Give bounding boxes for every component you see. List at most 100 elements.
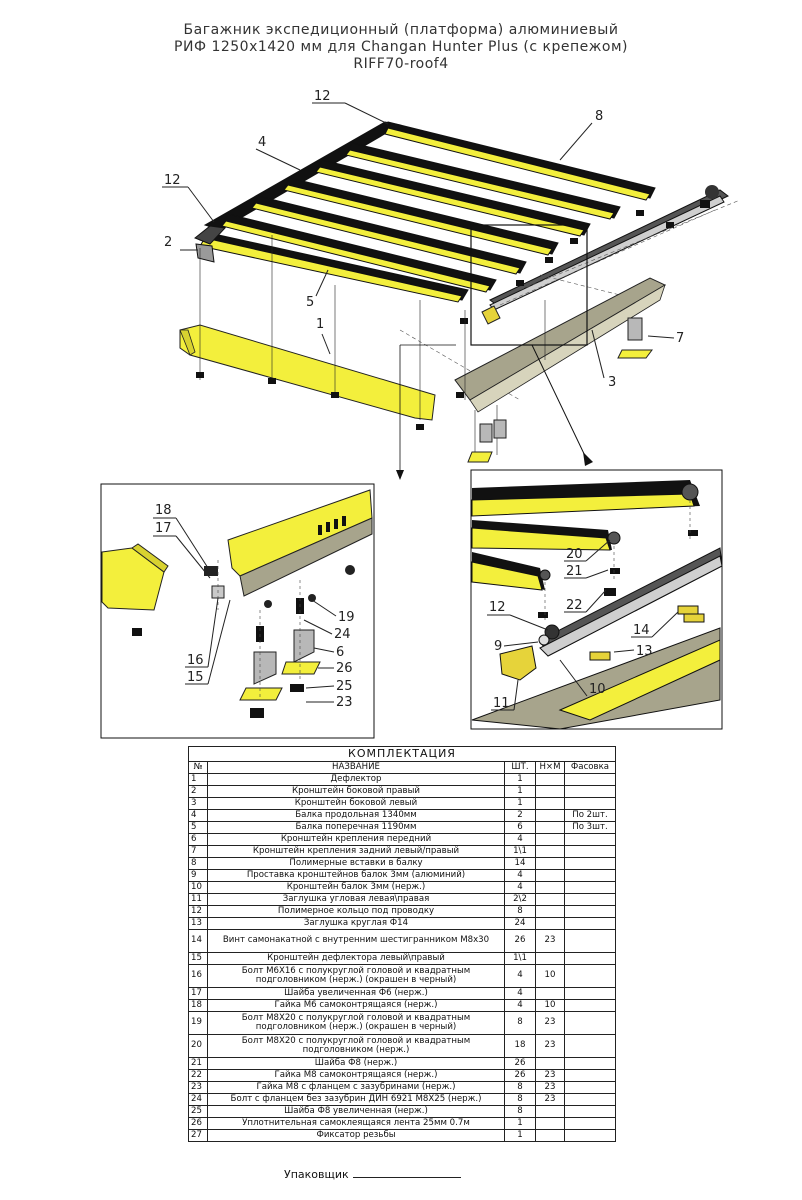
callout-12-left: 12 [164,173,181,188]
callout-12-detail: 12 [489,600,506,615]
cell-key: 23 [535,1034,565,1058]
table-caption: КОМПЛЕКТАЦИЯ [188,746,616,762]
cell-name: Шайба Ф8 увеличенная (нерж.) [207,1105,505,1118]
cell-n: 4 [188,809,208,822]
cell-name: Болт М8Х20 с полукруглой головой и квадр… [207,1034,505,1058]
cell-n: 19 [188,1011,208,1035]
cell-name: Болт с фланцем без зазубрин ДИН 6921 М8Х… [207,1093,505,1106]
cell-key [535,797,565,810]
cell-name: Заглушка угловая левая\правая [207,893,505,906]
cell-n: 20 [188,1034,208,1058]
cell-qty: 24 [504,917,536,930]
cell-n: 11 [188,893,208,906]
cell-key [535,987,565,1000]
cell-name: Болт М6Х16 с полукруглой головой и квадр… [207,964,505,988]
callout-20: 20 [566,547,583,562]
callout-25: 25 [336,679,353,694]
cell-key [535,821,565,834]
cell-n: 15 [188,952,208,965]
cell-name: Кронштейн дефлектора левый\правый [207,952,505,965]
cell-pack [564,893,616,906]
assembly-drawing: 12 8 4 12 2 5 1 7 3 [100,89,741,739]
drawing-title-line2: РИФ 1250х1420 мм для Changan Hunter Plus… [174,39,628,55]
cell-n: 24 [188,1093,208,1106]
callout-23: 23 [336,695,353,710]
callout-18: 18 [155,503,172,518]
callout-6: 6 [336,645,344,660]
cell-qty: 1 [504,1117,536,1130]
cell-pack [564,1011,616,1035]
cell-pack [564,964,616,988]
cell-key: 23 [535,1081,565,1094]
cell-pack [564,952,616,965]
cell-key [535,869,565,882]
cell-qty: 1 [504,1129,536,1142]
cell-n: 13 [188,917,208,930]
cell-n: 10 [188,881,208,894]
callout-13: 13 [636,644,653,659]
cell-n: 16 [188,964,208,988]
main-callouts: 12 8 4 12 2 5 1 7 3 [162,89,684,390]
platform-frame [179,121,741,480]
callout-19: 19 [338,610,355,625]
callout-22: 22 [566,598,583,613]
cell-key [535,1117,565,1130]
cell-pack [564,845,616,858]
cell-pack [564,929,616,953]
cell-qty: 1 [504,773,536,786]
cell-n: 18 [188,999,208,1012]
cell-qty: 2\2 [504,893,536,906]
cell-n: 8 [188,857,208,870]
cell-qty: 8 [504,1105,536,1118]
cell-qty: 8 [504,905,536,918]
callout-26: 26 [336,661,353,676]
cell-name: Полимерное кольцо под проводку [207,905,505,918]
header-name: НАЗВАНИЕ [207,761,505,774]
cell-pack [564,1117,616,1130]
header-pack: Фасовка [564,761,616,774]
cell-n: 26 [188,1117,208,1130]
drawing-title-line1: Багажник экспедиционный (платформа) алюм… [183,22,619,38]
right-detail-drawing [471,480,723,730]
cell-qty: 1 [504,797,536,810]
cell-qty: 4 [504,999,536,1012]
cell-name: Гайка М8 самоконтрящаяся (нерж.) [207,1069,505,1082]
cell-n: 27 [188,1129,208,1142]
callout-15: 15 [187,670,204,685]
cell-qty: 26 [504,1069,536,1082]
cell-name: Гайка М6 самоконтрящаяся (нерж.) [207,999,505,1012]
cell-pack [564,1081,616,1094]
callout-5: 5 [306,295,314,310]
table-header-row: № НАЗВАНИЕ ШТ. Н×М Фасовка [188,761,616,774]
callout-14: 14 [633,623,650,638]
cell-n: 6 [188,833,208,846]
cell-qty: 4 [504,964,536,988]
cell-name: Кронштейн балок 3мм (нерж.) [207,881,505,894]
cell-n: 25 [188,1105,208,1118]
cell-key [535,952,565,965]
cell-pack [564,1034,616,1058]
callout-4: 4 [258,135,266,150]
cell-key [535,881,565,894]
cell-qty: 8 [504,1011,536,1035]
callout-2: 2 [164,235,172,250]
callout-8: 8 [595,109,603,124]
callout-24: 24 [334,627,351,642]
left-detail-drawing [101,489,373,718]
callout-1: 1 [316,317,324,332]
cell-qty: 4 [504,833,536,846]
cell-key [535,1129,565,1142]
cell-name: Балка продольная 1340мм [207,809,505,822]
